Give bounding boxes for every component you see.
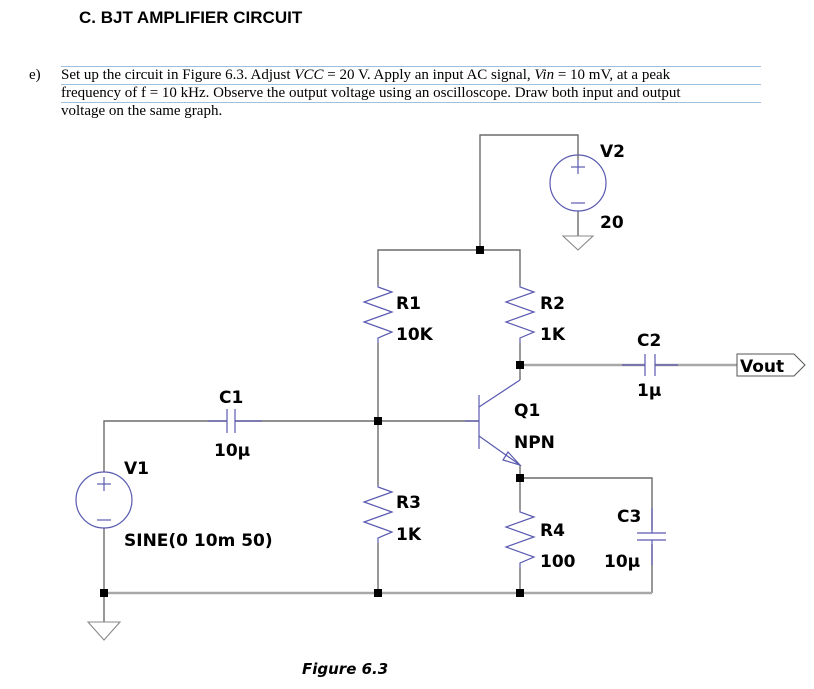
q1-collector [478,379,521,408]
junction-node [516,474,524,482]
r3-value: 1K [396,525,422,545]
v1-circle [75,471,133,529]
junction-node [516,589,524,597]
question-line-3: voltage on the same graph. [61,102,761,120]
r3-resistor[interactable] [362,485,394,543]
vcc-symbol: VCC [294,67,324,83]
c2-name: C2 [637,331,661,351]
junction-node [516,361,524,369]
c3-value: 10µ [604,552,640,572]
junction-nodes [100,246,524,597]
v2-source[interactable] [549,154,607,212]
question-line-1: Set up the circuit in Figure 6.3. Adjust… [61,66,761,84]
junction-node [374,417,382,425]
wire-v1-c1 [103,420,227,472]
r4-resistor[interactable] [504,510,536,568]
question-label: e) [29,67,41,83]
r1-value: 10K [396,325,434,345]
c2-capacitor[interactable] [622,354,678,376]
r1-resistor[interactable] [362,285,394,343]
v1-value: SINE(0 10m 50) [124,531,273,551]
c1-capacitor[interactable] [208,409,262,433]
r3-name: R3 [396,493,421,513]
c3-name: C3 [617,507,641,527]
vout-label: Vout [740,357,784,377]
wire-vcc-rail [377,249,521,285]
c1-value: 10µ [214,441,250,461]
r2-name: R2 [540,294,565,314]
section-title: C. BJT AMPLIFIER CIRCUIT [79,8,303,27]
v2-value: 20 [600,213,624,233]
r4-value: 100 [540,552,576,572]
c3-capacitor[interactable] [637,508,666,565]
ground-symbol-main [86,621,122,641]
r4-name: R4 [540,521,565,541]
vout-port[interactable]: Vout [736,353,806,377]
question-text: Set up the circuit in Figure 6.3. Adjust… [61,66,761,120]
junction-node [476,246,484,254]
figure-caption: Figure 6.3 [302,660,388,678]
v2-name: V2 [600,142,625,162]
junction-node [374,589,382,597]
junction-node [100,589,108,597]
q1-transistor[interactable] [465,379,522,467]
vout-port-flag [736,353,806,377]
question-line-2: frequency of f = 10 kHz. Observe the out… [61,84,761,102]
r1-name: R1 [396,294,421,314]
c2-value: 1µ [637,381,661,401]
c1-name: C1 [219,388,243,408]
ground-symbol-v2 [561,235,595,251]
q1-emitter-arrow [502,451,522,467]
v1-name: V1 [124,459,149,479]
q1-name: Q1 [514,401,540,421]
q1-value: NPN [514,433,555,453]
q1-emitter [478,435,521,466]
r2-resistor[interactable] [504,285,536,343]
wire-supply-top [479,134,579,250]
vin-symbol: Vin [534,67,555,83]
v1-source[interactable] [75,471,133,529]
r2-value: 1K [540,325,566,345]
